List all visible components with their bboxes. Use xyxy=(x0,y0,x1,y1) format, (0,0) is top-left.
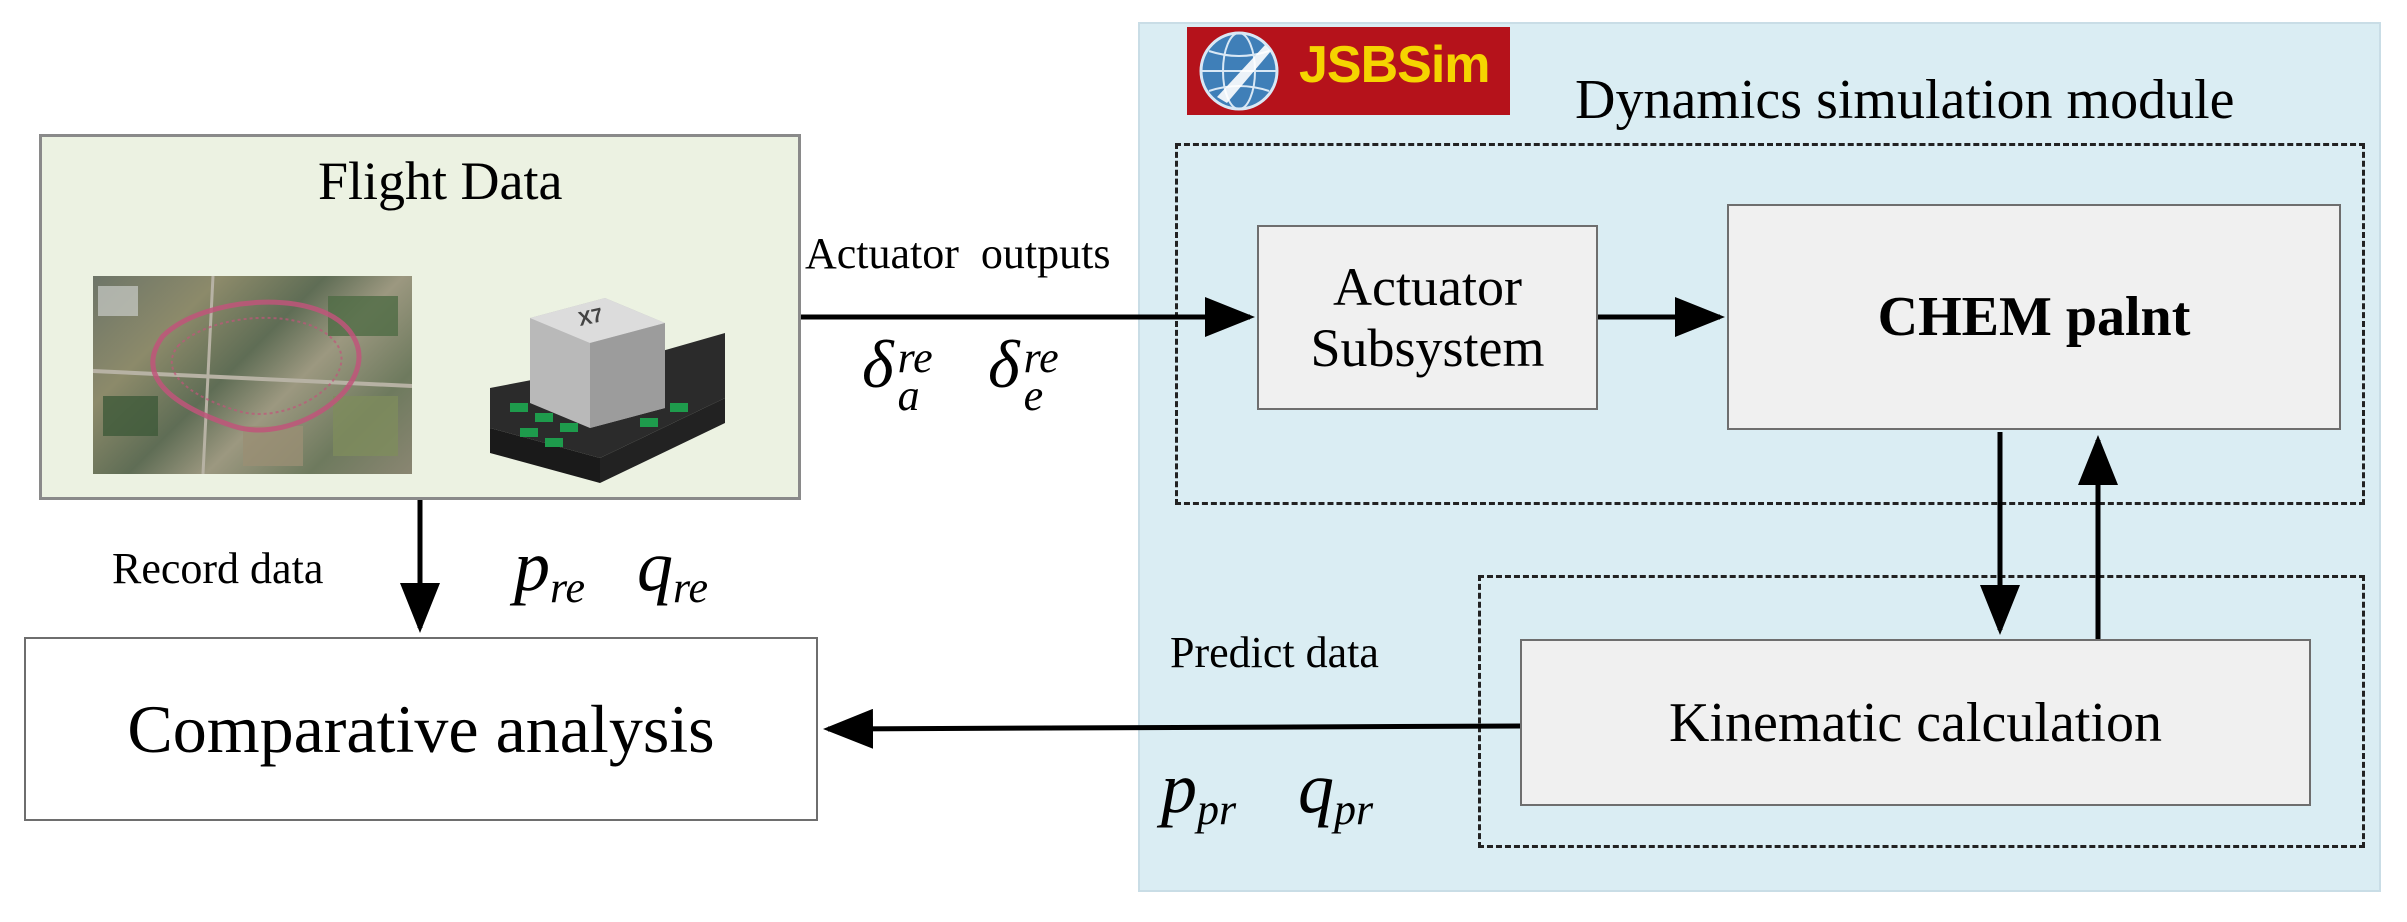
kinematic-calculation-label: Kinematic calculation xyxy=(1669,691,2162,754)
kinematic-dashed-group xyxy=(1478,575,2365,848)
q-pr-symbol: qpr xyxy=(1298,748,1374,834)
delta-e-re-symbol: δ re e xyxy=(988,326,1059,420)
comparative-analysis-label: Comparative analysis xyxy=(127,690,715,767)
module-title: Dynamics simulation module xyxy=(1575,69,2235,131)
delta-a-re-symbol: δ re a xyxy=(862,326,933,420)
actuator-outputs-label: Actuator outputs xyxy=(805,229,1111,278)
chem-plant-label: CHEM palnt xyxy=(1877,286,2191,348)
device-label: X7 xyxy=(576,304,605,331)
actuator-line-1: Actuator xyxy=(1333,257,1522,318)
kinematic-calculation-box: Kinematic calculation xyxy=(1520,639,2311,806)
actuator-line-2: Subsystem xyxy=(1310,317,1545,378)
p-re-symbol: pre xyxy=(514,526,586,612)
p-pr-symbol: ppr xyxy=(1161,748,1237,834)
satellite-map-image xyxy=(93,276,412,474)
record-data-label: Record data xyxy=(112,544,324,593)
globe-icon xyxy=(1199,31,1279,111)
predict-data-label: Predict data xyxy=(1170,628,1379,677)
actuator-subsystem-box: Actuator Subsystem xyxy=(1257,225,1598,410)
arrow-kinematic-to-comparative xyxy=(823,708,1521,749)
jsbsim-logo: JSBSim xyxy=(1187,27,1510,115)
plant-dashed-group xyxy=(1175,143,2365,505)
comparative-analysis-box: Comparative analysis xyxy=(24,637,818,821)
flight-controller-image: X7 xyxy=(480,278,730,483)
chem-plant-box: CHEM palnt xyxy=(1727,204,2341,430)
q-re-symbol: qre xyxy=(637,526,709,612)
flight-data-title: Flight Data xyxy=(318,151,563,211)
logo-text: JSBSim xyxy=(1299,36,1491,94)
